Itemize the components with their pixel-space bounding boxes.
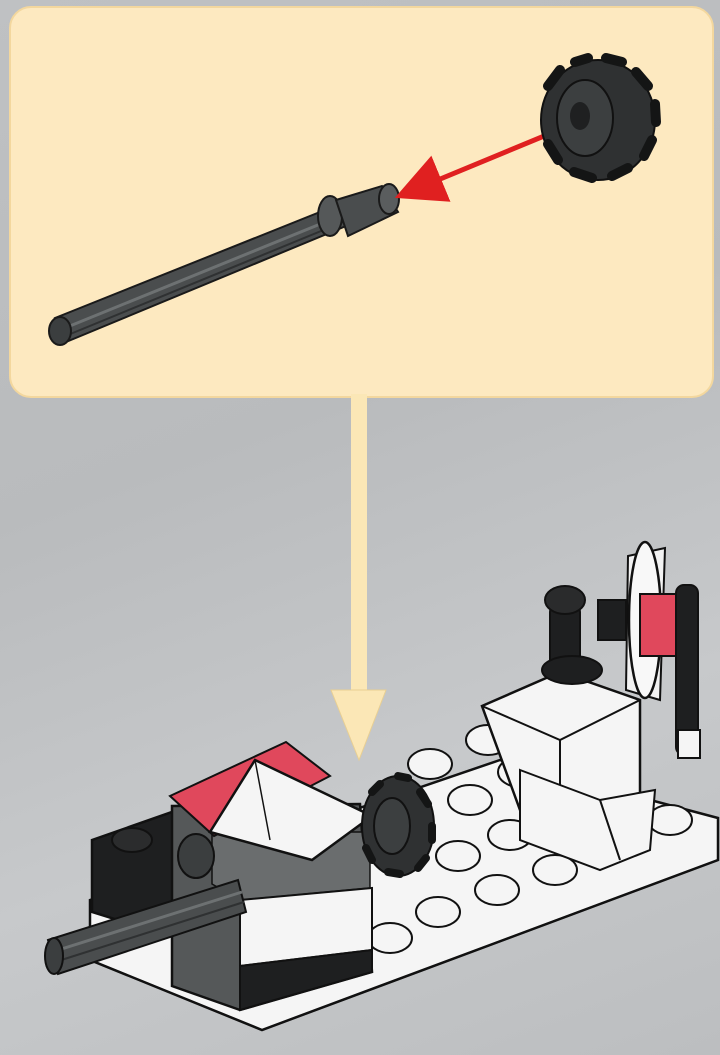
axle-part-icon [49,184,399,345]
gear-part-icon [541,58,656,180]
installed-gear-icon [362,776,434,876]
assembled-model [45,542,718,1030]
callout-connector [331,394,386,760]
